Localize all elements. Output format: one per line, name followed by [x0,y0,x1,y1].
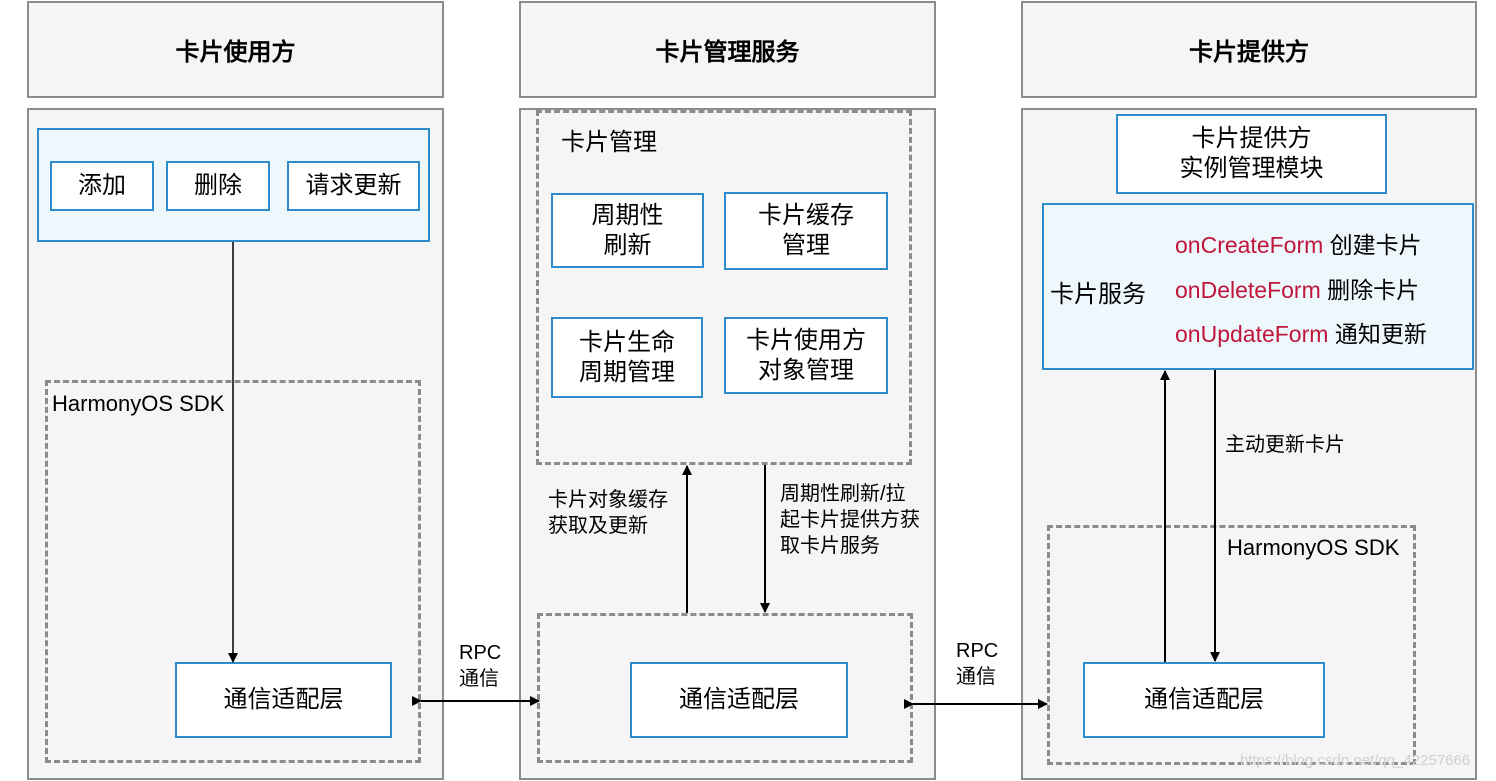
provider-sdk-label: HarmonyOS SDK [1227,535,1400,560]
provider-instance-line2: 实例管理模块 [1179,155,1324,182]
periodic-refresh-label-line2: 起卡片提供方获 [780,509,920,531]
header-card-provider-title: 卡片提供方 [1189,39,1309,66]
callback-delete: onDeleteForm 删除卡片 [1175,271,1419,305]
consumer-object-line2: 对象管理 [758,356,854,384]
request-update-action-box: 请求更新 [287,161,420,211]
card-management-group [536,110,912,465]
card-management-label: 卡片管理 [561,129,657,156]
callback-update: onUpdateForm 通知更新 [1175,315,1427,349]
consumer-object-line1: 卡片使用方 [746,326,866,354]
header-card-consumer: 卡片使用方 [27,1,444,98]
card-lifecycle-line2: 周期管理 [579,358,675,386]
callback-delete-desc: 删除卡片 [1327,277,1420,303]
cache-update-arrow-label: 卡片对象缓存 获取及更新 [548,487,668,539]
card-service-box [1042,203,1474,370]
consumer-object-module: 卡片使用方对象管理 [724,317,888,394]
manager-adapter-group [537,613,913,763]
rpc-left-label: RPC 通信 [459,640,501,692]
header-card-provider: 卡片提供方 [1021,1,1477,98]
rpc-left-line2: 通信 [459,668,499,690]
callback-create-desc: 创建卡片 [1329,232,1422,258]
delete-action-label: 删除 [194,172,242,199]
periodic-refresh-arrow-label: 周期性刷新/拉 起卡片提供方获 取卡片服务 [780,481,920,559]
consumer-adapter-label: 通信适配层 [223,686,344,713]
provider-adapter-box: 通信适配层 [1083,662,1325,738]
watermark: https://blog.csdn.net/qq_42257666 [1240,752,1471,769]
periodic-refresh-label-line3: 取卡片服务 [780,535,880,557]
card-cache-module: 卡片缓存管理 [724,192,888,270]
cache-update-label-line2: 获取及更新 [548,515,648,537]
periodic-refresh-module: 周期性刷新 [551,193,704,268]
header-card-manager-title: 卡片管理服务 [655,39,800,66]
card-cache-line2: 管理 [782,232,830,259]
consumer-sdk-label: HarmonyOS SDK [52,391,225,416]
periodic-refresh-line2: 刷新 [603,231,652,259]
card-lifecycle-module: 卡片生命周期管理 [551,317,703,398]
card-cache-line1: 卡片缓存 [758,202,854,229]
manager-adapter-box: 通信适配层 [630,662,848,738]
provider-instance-line1: 卡片提供方 [1191,125,1312,152]
provider-instance-module: 卡片提供方实例管理模块 [1116,114,1387,194]
callback-update-name: onUpdateForm [1175,321,1329,347]
header-card-consumer-title: 卡片使用方 [175,39,296,66]
card-lifecycle-line1: 卡片生命 [579,328,675,356]
manager-adapter-label: 通信适配层 [679,686,799,713]
header-card-manager: 卡片管理服务 [519,1,936,98]
rpc-right-line1: RPC [956,640,999,662]
callback-delete-name: onDeleteForm [1175,277,1321,303]
callback-create: onCreateForm 创建卡片 [1175,226,1422,260]
rpc-left-line1: RPC [459,642,502,664]
add-action-label: 添加 [78,172,126,199]
delete-action-box: 删除 [166,161,270,211]
request-update-action-label: 请求更新 [305,172,402,199]
cache-update-label-line1: 卡片对象缓存 [548,489,668,511]
consumer-adapter-box: 通信适配层 [175,662,392,738]
callback-create-name: onCreateForm [1175,232,1324,258]
provider-adapter-label: 通信适配层 [1144,686,1264,713]
callback-update-desc: 通知更新 [1334,321,1427,347]
rpc-right-line2: 通信 [956,666,996,688]
card-service-label: 卡片服务 [1050,281,1146,308]
active-update-arrow-label: 主动更新卡片 [1225,434,1345,456]
periodic-refresh-line1: 周期性 [591,201,664,229]
provider-sdk-group [1047,525,1416,765]
add-action-box: 添加 [50,161,154,211]
periodic-refresh-label-line1: 周期性刷新/拉 [780,483,906,505]
rpc-right-label: RPC 通信 [956,638,998,690]
